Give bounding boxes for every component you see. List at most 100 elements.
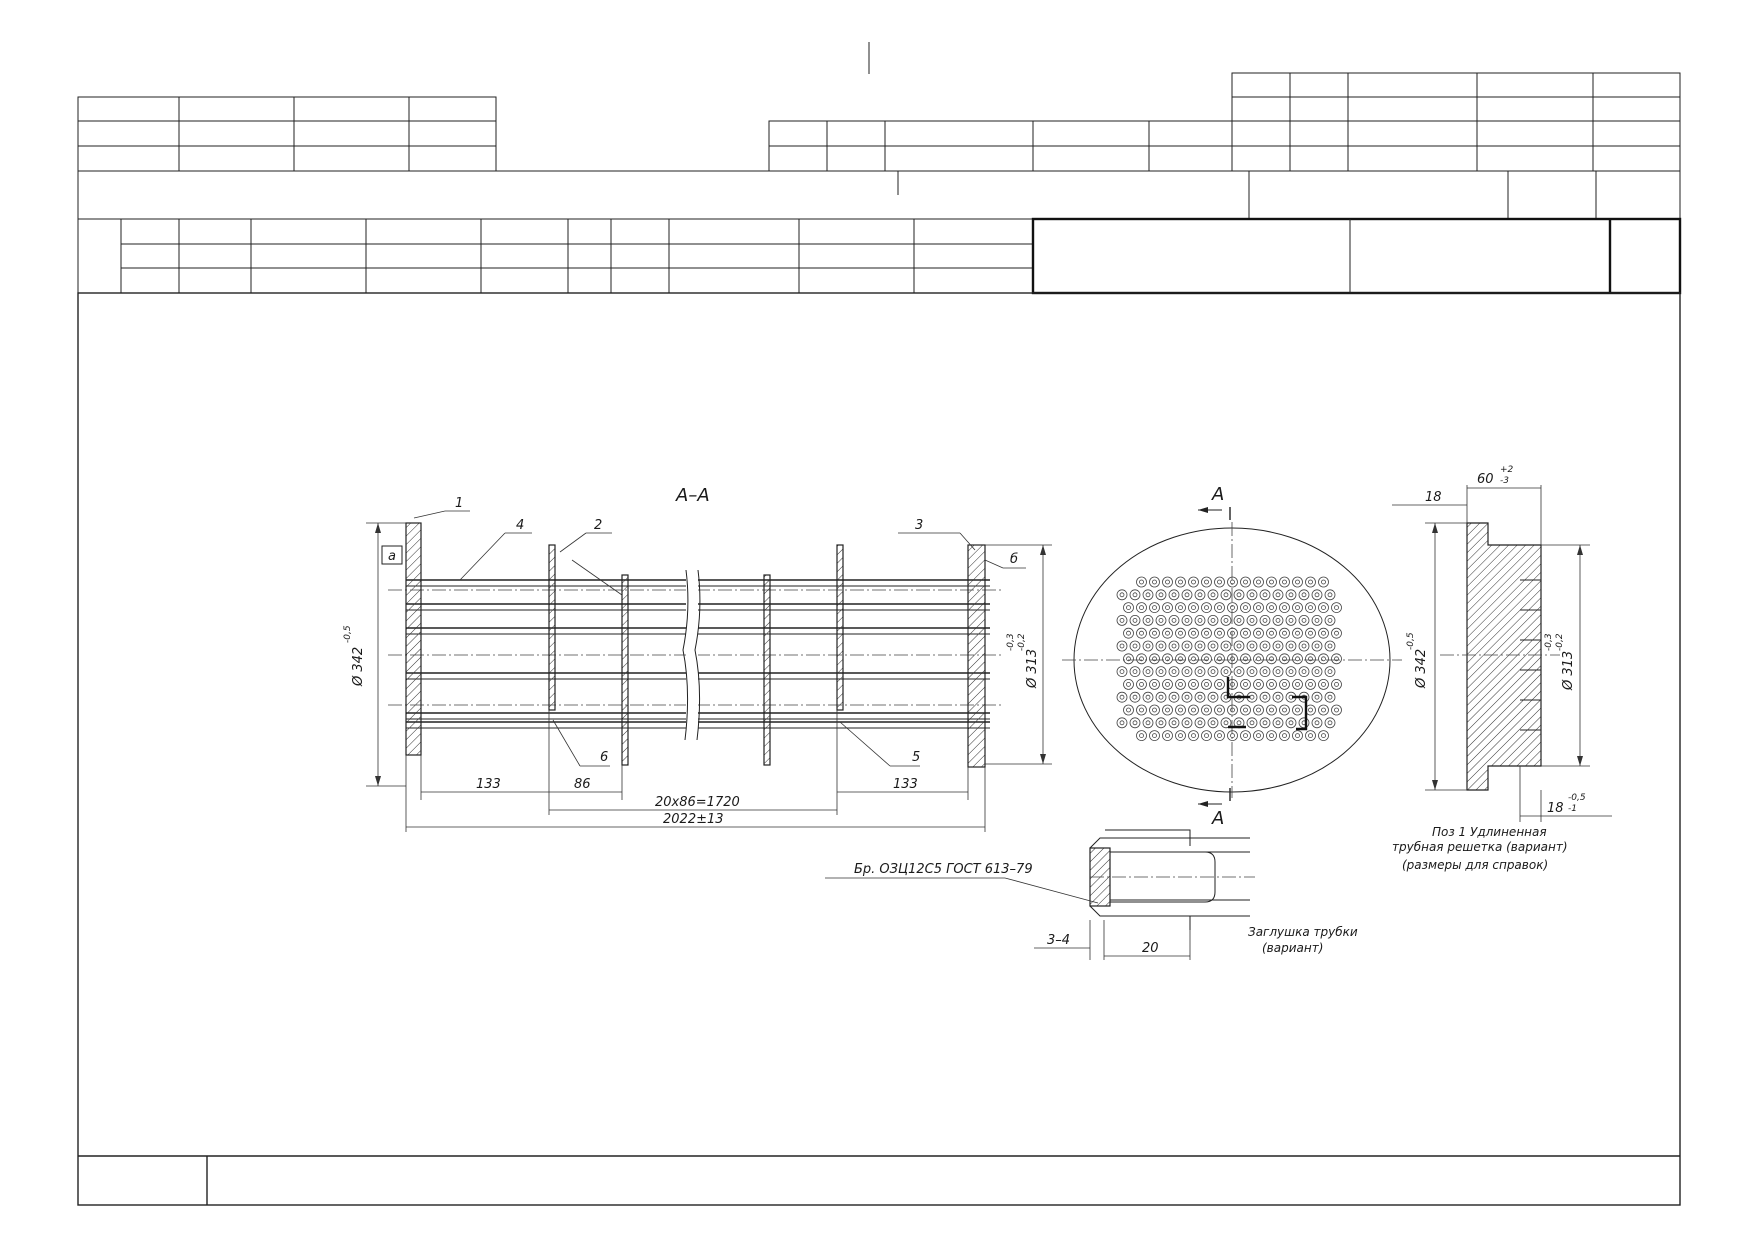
- tube-hole: [1318, 679, 1329, 690]
- tube-hole-inner: [1256, 707, 1261, 713]
- right-dim-60-tol-upper: +2: [1500, 465, 1514, 475]
- tube-hole: [1181, 691, 1193, 703]
- tube-hole-inner: [1262, 720, 1268, 726]
- right-diameter-left-tol: -0,5: [1406, 632, 1416, 650]
- right-dim-18-bottom-tol-lower: -1: [1568, 804, 1577, 814]
- tube-hole-inner: [1314, 592, 1320, 598]
- tube-hole-inner: [1321, 682, 1326, 687]
- tube-hole: [1285, 615, 1297, 626]
- tube-hole: [1311, 615, 1323, 626]
- tube-hole-inner: [1243, 707, 1248, 713]
- tube-hole: [1253, 704, 1264, 716]
- letter-a: а: [388, 549, 396, 564]
- tube-hole-inner: [1145, 592, 1151, 598]
- tube-hole-inner: [1158, 694, 1164, 700]
- tube-hole-inner: [1171, 669, 1177, 674]
- tube-hole-inner: [1249, 669, 1255, 674]
- diameter-mid: Ø 313: [1025, 649, 1040, 689]
- title-block-grid: [77, 42, 1682, 1206]
- tube-hole-inner: [1223, 669, 1229, 674]
- dim-133-right: 133: [893, 777, 918, 792]
- tube-hole-inner: [1132, 592, 1138, 598]
- tube-hole-inner: [1197, 720, 1203, 726]
- tube-hole: [1311, 666, 1323, 677]
- tube-hole: [1194, 589, 1206, 601]
- tube-hole-inner: [1275, 592, 1281, 598]
- tube-hole: [1240, 627, 1251, 639]
- tube-hole-inner: [1171, 720, 1177, 726]
- tube-hole-inner: [1301, 618, 1307, 623]
- tube-hole: [1201, 653, 1212, 665]
- tube-hole-inner: [1230, 605, 1235, 610]
- pos-caption-1: Поз 1 Удлиненная: [1432, 825, 1547, 839]
- tube-hole-inner: [1288, 720, 1294, 726]
- tube-hole: [1201, 679, 1212, 690]
- right-dim-18-bottom-tol-upper: -0,5: [1568, 793, 1586, 803]
- section-a-a-view: А–А 1: [343, 485, 1052, 832]
- tube-hole-inner: [1282, 605, 1287, 610]
- tube-hole: [1285, 666, 1297, 677]
- right-dim-60: 60: [1477, 472, 1494, 487]
- tube-hole: [1129, 615, 1141, 626]
- tube-hole: [1168, 640, 1180, 652]
- tube-hole: [1311, 717, 1323, 729]
- tube-hole: [1142, 666, 1154, 677]
- tube-hole-inner: [1171, 694, 1177, 700]
- tube-hole-inner: [1171, 592, 1177, 598]
- tube-hole: [1214, 704, 1225, 716]
- tube-hole-inner: [1262, 694, 1268, 700]
- callout-1: 1: [455, 496, 463, 511]
- tube-hole-inner: [1158, 669, 1164, 674]
- tube-hole-inner: [1126, 630, 1131, 636]
- tube-hole-inner: [1269, 579, 1274, 585]
- tube-hole: [1116, 666, 1128, 677]
- tube-hole-inner: [1275, 694, 1281, 700]
- tube-hole: [1272, 640, 1284, 652]
- tube-hole: [1175, 576, 1186, 588]
- tube-hole: [1201, 602, 1212, 613]
- tube-hole-inner: [1314, 618, 1320, 623]
- pos-caption-3: (размеры для справок): [1402, 858, 1548, 872]
- tube-hole: [1233, 640, 1245, 652]
- tube-hole-inner: [1178, 707, 1183, 713]
- tube-hole: [1162, 627, 1173, 639]
- tube-hole: [1129, 666, 1141, 677]
- tube-hole: [1227, 653, 1238, 665]
- tube-hole: [1220, 589, 1232, 601]
- tube-hole: [1279, 679, 1290, 690]
- tube-hole: [1318, 704, 1329, 716]
- tube-hole-inner: [1230, 707, 1235, 713]
- tube-hole: [1181, 615, 1193, 626]
- tube-hole-inner: [1165, 630, 1170, 636]
- plug-caption-2: (вариант): [1262, 941, 1323, 955]
- tube-hole: [1298, 717, 1310, 729]
- tube-hole: [1324, 717, 1336, 729]
- tube-hole-inner: [1236, 592, 1242, 598]
- tube-hole-inner: [1275, 720, 1281, 726]
- tube-hole: [1123, 602, 1134, 613]
- tube-hole-inner: [1236, 669, 1242, 674]
- tube-hole: [1181, 666, 1193, 677]
- section-label: А–А: [675, 485, 710, 506]
- tube-hole-inner: [1243, 682, 1248, 687]
- tube-hole-inner: [1158, 618, 1164, 623]
- tube-hole-inner: [1275, 618, 1281, 623]
- tube-hole-inner: [1152, 682, 1157, 687]
- tube-hole: [1123, 653, 1134, 665]
- tube-hole: [1207, 589, 1219, 601]
- tube-hole: [1207, 640, 1219, 652]
- tube-hole: [1175, 679, 1186, 690]
- tube-hole: [1162, 653, 1173, 665]
- tube-hole: [1253, 730, 1264, 741]
- tube-hole-inner: [1269, 682, 1274, 687]
- right-dim-18-bottom: 18: [1547, 801, 1564, 816]
- tube-hole-inner: [1191, 630, 1196, 636]
- tube-hole: [1246, 589, 1258, 601]
- tube-hole-inner: [1152, 605, 1157, 610]
- tube-hole: [1324, 640, 1336, 652]
- tube-hole: [1175, 653, 1186, 665]
- tube-hole-inner: [1145, 694, 1151, 700]
- tube-hole: [1279, 602, 1290, 613]
- tube-hole: [1142, 589, 1154, 601]
- tube-hole: [1253, 602, 1264, 613]
